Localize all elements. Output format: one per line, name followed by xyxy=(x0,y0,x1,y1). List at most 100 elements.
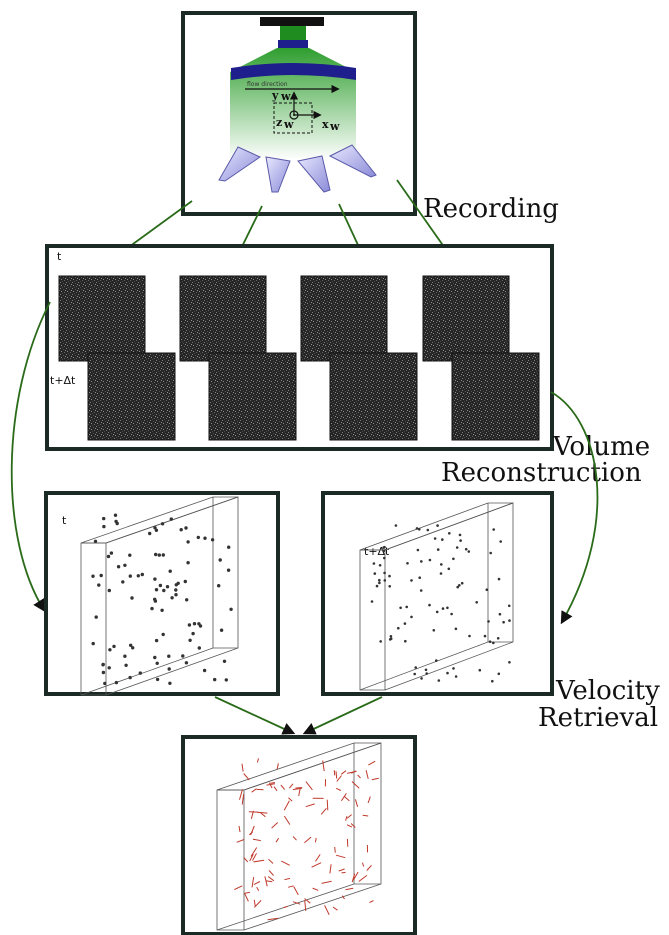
particle xyxy=(219,628,224,632)
svg-text:z: z xyxy=(276,116,282,129)
image-pair-camera-1 xyxy=(58,275,176,441)
particle xyxy=(420,677,423,680)
particle xyxy=(197,646,201,650)
velocity-vector xyxy=(367,796,371,804)
particle xyxy=(448,532,451,535)
volume-label-line1: Volume xyxy=(552,432,650,462)
particle xyxy=(113,513,118,517)
recording-label: Recording xyxy=(423,194,559,224)
particle xyxy=(106,554,111,559)
svg-text:w: w xyxy=(329,120,340,133)
velocity-vector xyxy=(350,823,356,828)
particle xyxy=(202,668,207,673)
camera-4 xyxy=(328,144,377,178)
velocity-vector xyxy=(268,858,274,864)
particle xyxy=(107,666,111,670)
camera-2 xyxy=(265,156,291,193)
particle xyxy=(153,597,157,601)
particle xyxy=(478,668,482,672)
volume-panel-t: t xyxy=(44,491,280,696)
cameras xyxy=(218,144,377,193)
velocity-vector xyxy=(292,901,301,905)
particle xyxy=(93,539,98,543)
particle xyxy=(94,615,98,619)
particle xyxy=(191,631,195,636)
velocity-vector xyxy=(276,763,279,770)
particle xyxy=(373,572,377,575)
velocity-vector xyxy=(351,770,356,774)
particle xyxy=(99,573,103,578)
velocity-vector xyxy=(336,775,342,782)
particle xyxy=(378,581,381,585)
velocity-vector xyxy=(251,877,255,888)
particle xyxy=(447,567,451,571)
particle xyxy=(459,539,462,542)
particle xyxy=(464,547,468,551)
velocity-vector xyxy=(251,788,257,793)
particle xyxy=(107,588,112,593)
particle xyxy=(413,672,417,676)
velocity-vector xyxy=(371,777,379,781)
particle xyxy=(183,579,187,584)
axis-x-label: x xyxy=(322,118,329,131)
particle xyxy=(179,528,183,532)
camera-1 xyxy=(218,146,262,182)
velocity-vector xyxy=(311,862,322,868)
velocity-vector xyxy=(334,846,336,853)
particles-t-dt xyxy=(370,524,511,683)
particle xyxy=(455,546,459,549)
velocity-vector xyxy=(304,900,307,911)
particle xyxy=(97,583,101,587)
velocity-vector xyxy=(280,784,286,790)
particle xyxy=(184,661,189,665)
particle xyxy=(492,641,495,645)
particle xyxy=(485,588,489,591)
particle xyxy=(154,528,159,532)
velocity-vector xyxy=(365,770,369,779)
velocity-vector xyxy=(345,816,348,821)
particle xyxy=(378,578,381,582)
particle xyxy=(483,634,487,638)
particle xyxy=(167,654,171,658)
volume-t-label: t xyxy=(62,514,67,527)
particle xyxy=(153,526,157,530)
particle xyxy=(174,593,178,597)
particle xyxy=(508,619,511,622)
particle xyxy=(454,627,458,631)
particle xyxy=(426,528,430,532)
axis-z-subscript: w xyxy=(283,118,294,131)
particle xyxy=(162,588,166,593)
particle xyxy=(150,606,154,611)
velocity-vector xyxy=(354,799,359,807)
velocity-vector xyxy=(241,793,245,805)
particle xyxy=(218,558,222,562)
particle xyxy=(405,605,409,609)
velocity-vector xyxy=(335,854,346,859)
particle xyxy=(415,527,419,530)
velocity-vector xyxy=(234,885,243,891)
velocity-vector xyxy=(266,783,276,786)
particle xyxy=(148,531,152,536)
svg-text:w: w xyxy=(283,118,294,131)
axis-y-subscript: w xyxy=(280,90,291,103)
velocity-vector xyxy=(288,783,294,789)
particle xyxy=(154,552,158,557)
particle xyxy=(418,576,422,579)
image-pair-camera-2 xyxy=(179,275,297,441)
velocity-vector xyxy=(351,873,356,883)
particle xyxy=(437,679,441,682)
velocity-vector xyxy=(335,771,338,779)
particle xyxy=(114,680,119,685)
particle xyxy=(102,524,106,529)
particle xyxy=(397,626,400,630)
particle xyxy=(102,516,106,521)
velocity-vector xyxy=(326,799,329,811)
particle xyxy=(108,648,112,652)
velocity-vector xyxy=(352,871,359,881)
velocity-vector xyxy=(267,917,279,921)
particle xyxy=(185,598,189,602)
velocity-vector xyxy=(335,787,342,791)
particle xyxy=(424,668,428,672)
velocity-vector xyxy=(321,880,332,884)
velocity-vector xyxy=(305,803,315,808)
